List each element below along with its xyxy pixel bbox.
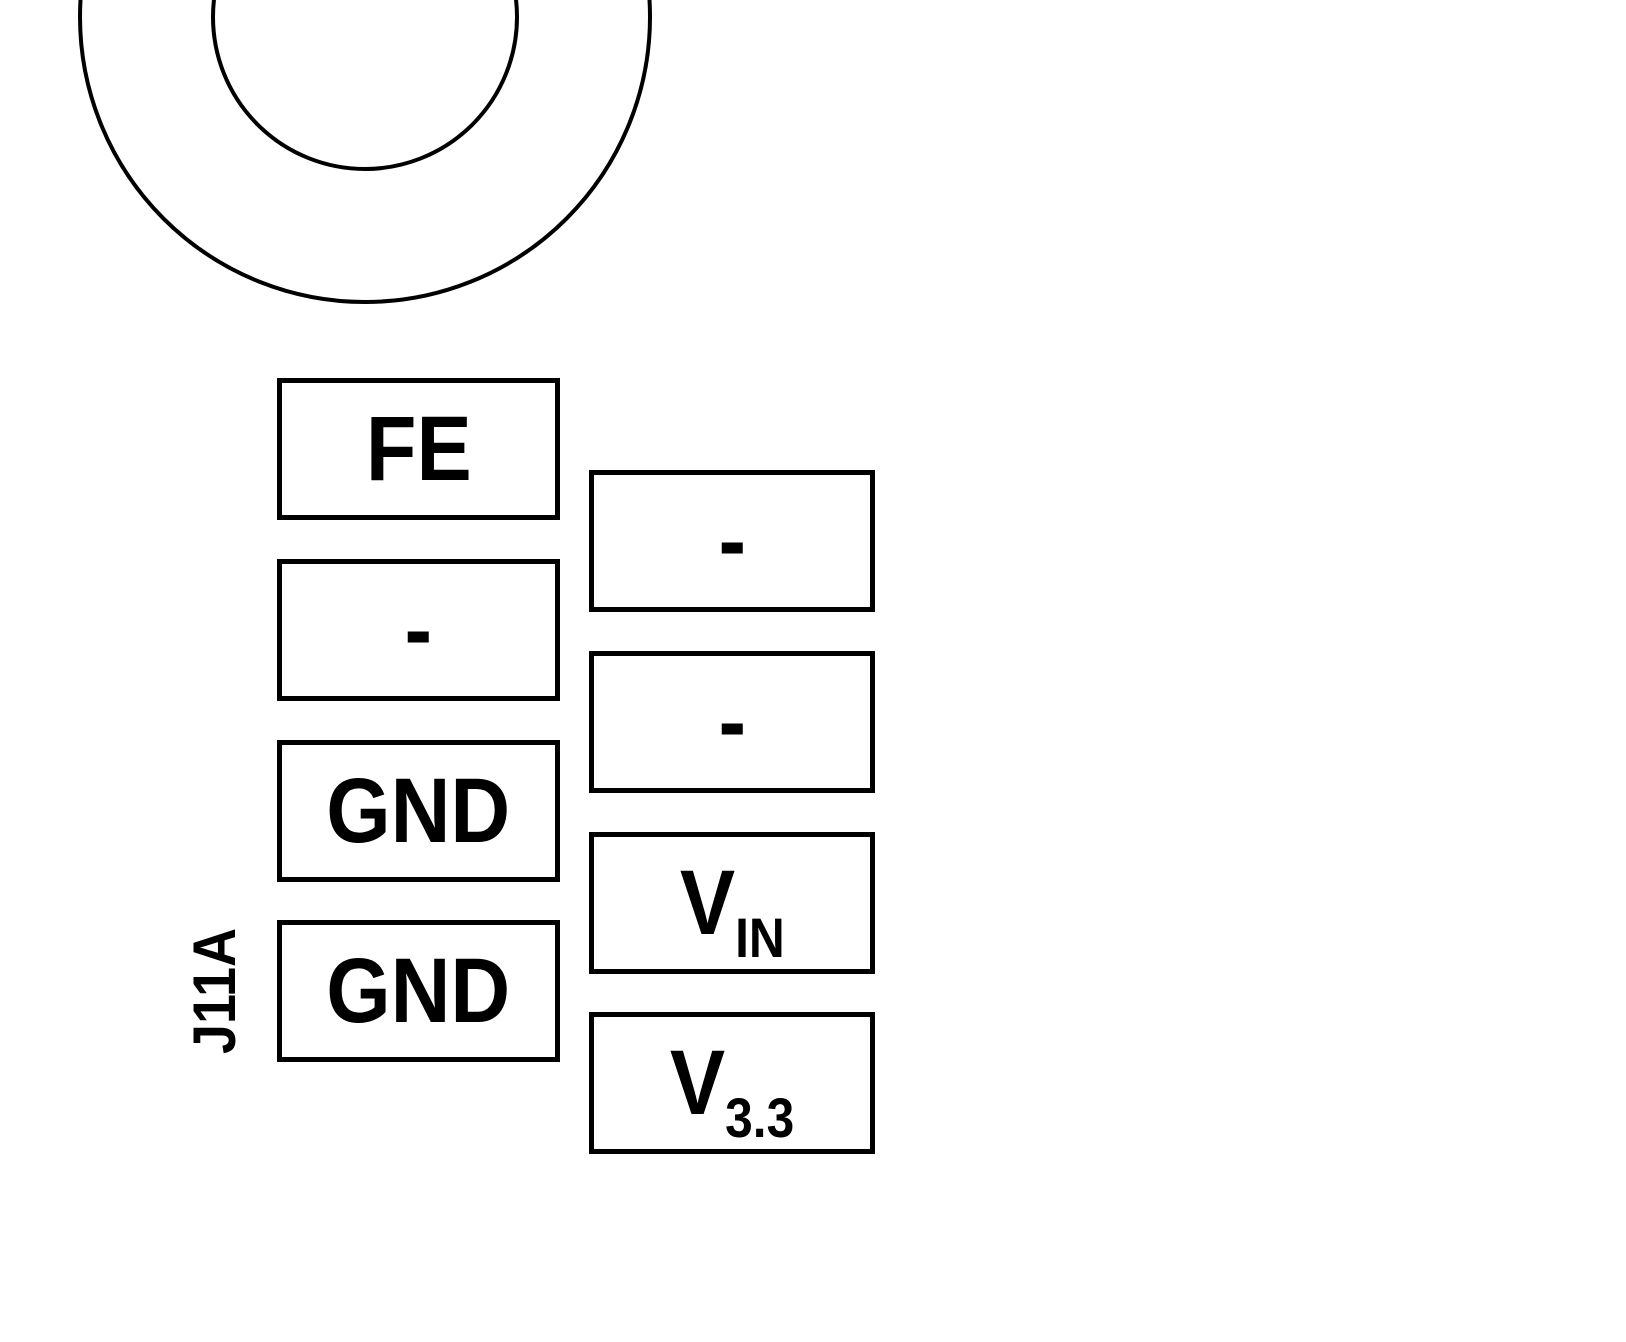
pin-label-main: V xyxy=(679,852,735,954)
pin-label: VIN xyxy=(680,857,785,966)
pin-label: FE xyxy=(365,398,472,500)
connector-label: J11A xyxy=(181,927,248,1055)
pin-label-main: - xyxy=(718,490,746,592)
pin-box-right-nc-1: - xyxy=(589,470,875,612)
pin-box-gnd-1: GND xyxy=(277,740,560,882)
pin-label-subscript: IN xyxy=(734,907,785,970)
mounting-hole-icon xyxy=(78,0,652,304)
pin-box-vin: VIN xyxy=(589,832,875,974)
pin-box-left-nc: - xyxy=(277,559,560,701)
pin-label: GND xyxy=(326,760,511,862)
pin-label: - xyxy=(718,495,746,587)
pin-label: V3.3 xyxy=(670,1037,794,1146)
pin-label: - xyxy=(718,676,746,768)
pin-label: - xyxy=(404,579,433,681)
pin-box-right-nc-2: - xyxy=(589,651,875,793)
pin-box-fe: FE xyxy=(277,378,560,520)
pin-label: GND xyxy=(326,940,511,1042)
pin-label-subscript: 3.3 xyxy=(725,1087,795,1150)
mounting-hole-outer-circle xyxy=(78,0,652,304)
pin-label-main: V xyxy=(669,1032,726,1134)
mounting-hole-inner-circle xyxy=(211,0,519,171)
pin-box-gnd-2: GND xyxy=(277,920,560,1062)
pin-label-main: - xyxy=(718,671,746,773)
pin-box-v33: V3.3 xyxy=(589,1012,875,1154)
